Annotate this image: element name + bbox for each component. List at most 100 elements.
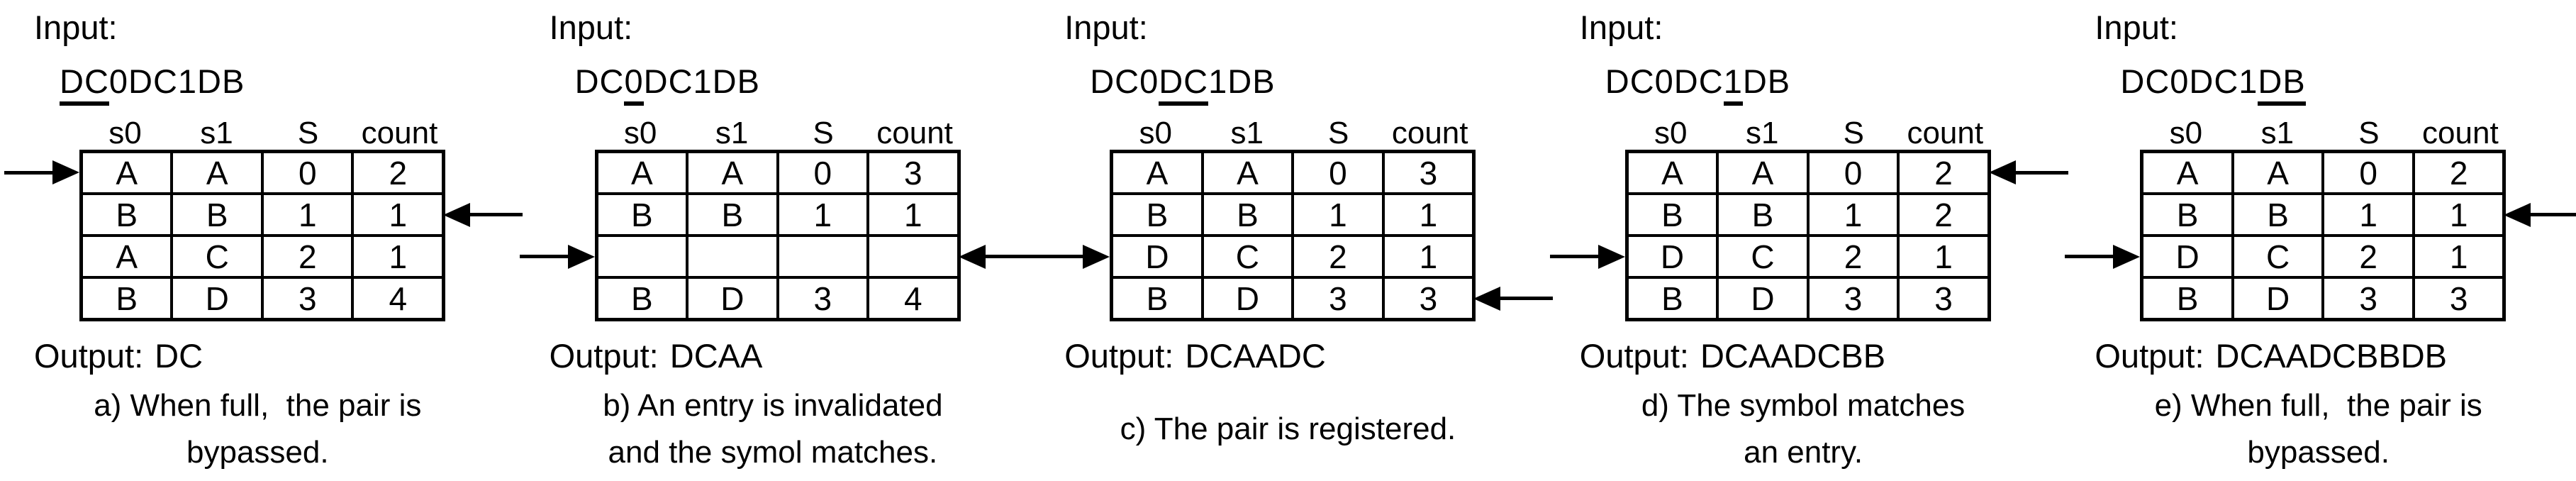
cell-count: 1 [351,234,445,279]
table-row: A A 0 2 [2140,150,2506,195]
cell-s1: C [2231,234,2325,279]
cell-s1: A [1716,150,1810,195]
panel-caption: e) When full, the pair is bypassed. [2061,382,2576,476]
input-underlined-segment: DB [2258,62,2306,106]
cell-s0: B [2140,192,2234,237]
input-post-segment: 1DB [1208,62,1276,100]
cell-s0: A [79,150,174,195]
caption-line-1: d) The symbol matches [1641,388,1966,423]
arrow-line [1500,297,1554,301]
cell-S: 3 [776,276,870,321]
input-string: DC0DC1DB [1605,62,2061,106]
cell-S: 2 [2321,234,2415,279]
table-row [595,234,961,279]
table-column-headers: s0 s1 S count [1110,117,1476,150]
table-column-headers: s0 s1 S count [595,117,961,150]
output-line: Output: DCAA [550,338,1031,374]
table-row: B B 1 1 [2140,192,2506,237]
table-row: D C 2 1 [1110,234,1476,279]
cell-S: 1 [1291,192,1385,237]
cell-s0: A [1625,150,1719,195]
input-underlined-segment: 1 [1723,62,1743,106]
cell-s1: D [2231,276,2325,321]
cell-count: 3 [1381,276,1476,321]
panel: Input: DC0DC1DB s0 s1 S count A A 0 3 [1030,0,1554,481]
cell-count: 2 [351,150,445,195]
arrow-line [2065,255,2114,258]
arrow-head-icon [1083,244,1110,269]
cell-count: 3 [1381,150,1476,195]
cell-s1: C [1716,234,1810,279]
row-pointer-right-arrow-icon [443,202,523,227]
cell-count: 4 [351,276,445,321]
col-header-s1: s1 [1230,116,1264,150]
arrow-head-icon [1598,244,1625,269]
table-row: D C 2 1 [2140,234,2506,279]
cell-s1: A [1200,150,1295,195]
output-label: Output: [1064,337,1174,375]
panel-caption: d) The symbol matches an entry. [1546,382,2061,476]
cell-count: 1 [866,192,961,237]
arrow-head-icon [567,244,595,269]
panel: Input: DC0DC1DB s0 s1 S count A A 0 2 [0,0,523,481]
output-value: DCAADCBB [1700,337,1886,375]
table-row: B B 1 1 [1110,192,1476,237]
arrow-head-icon [2113,244,2141,269]
cell-s1: D [170,276,264,321]
row-pointer-right-arrow-icon [1473,286,1554,311]
input-string: DC0DC1DB [1090,62,1546,106]
table-column-headers: s0 s1 S count [1625,117,1991,150]
col-header-count: count [361,116,438,150]
table-row: B D 3 4 [595,276,961,321]
cell-count: 2 [2411,150,2506,195]
cell-s1 [686,234,779,279]
cell-s0: B [1110,192,1204,237]
cell-count: 1 [2411,192,2506,237]
cell-S: 0 [2321,150,2415,195]
pair-table: A A 0 2 B B 1 2 D C 2 1 [1624,150,1991,321]
output-label: Output: [549,337,659,375]
cell-count: 3 [1897,276,1991,321]
cell-count: 2 [1897,192,1991,237]
arrow-line [470,213,523,216]
cell-s0: A [595,150,689,195]
cell-s1: C [170,234,264,279]
output-value: DCAA [669,337,763,375]
caption-line-2: an entry. [1744,435,1863,470]
col-header-S: S [813,116,834,150]
table-row: B D 3 3 [1625,276,1991,321]
caption-line-2: and the symol matches. [608,435,938,470]
cell-count: 1 [351,192,445,237]
cell-S: 1 [2321,192,2415,237]
cell-s0: A [79,234,174,279]
cell-s0: B [595,192,689,237]
panel-caption: b) An entry is invalidated and the symol… [515,382,1031,476]
arrow-line [1035,255,1083,258]
col-header-S: S [2358,116,2380,150]
cell-s0: B [595,276,689,321]
caption-line-2: bypassed. [186,435,329,470]
col-header-s1: s1 [200,116,233,150]
table-row: A A 0 3 [1110,150,1476,195]
output-line: Output:DCAADCBBDB [2095,338,2576,374]
cell-s1: B [170,192,264,237]
cell-S: 3 [2321,276,2415,321]
arrow-head-icon [958,244,986,269]
col-header-s1: s1 [2260,116,2295,150]
table-row: A C 2 1 [79,234,445,279]
cell-count: 1 [2411,234,2506,279]
col-header-count: count [2422,116,2499,150]
cell-s0: D [1110,234,1204,279]
cell-count: 2 [1897,150,1991,195]
arrow-line [2015,170,2068,175]
table-column-headers: s0 s1 S count [2140,117,2506,150]
table-zone: s0 s1 S count A A 0 2 B B 1 [0,116,523,324]
cell-S: 3 [260,276,355,321]
cell-S: 2 [260,234,355,279]
output-value: DCAADC [1185,337,1326,375]
input-underlined-segment: DC [1159,62,1209,106]
panel-caption: c) The pair is registered. [1030,382,1546,476]
col-header-S: S [1843,116,1864,150]
cell-S: 2 [1806,234,1900,279]
